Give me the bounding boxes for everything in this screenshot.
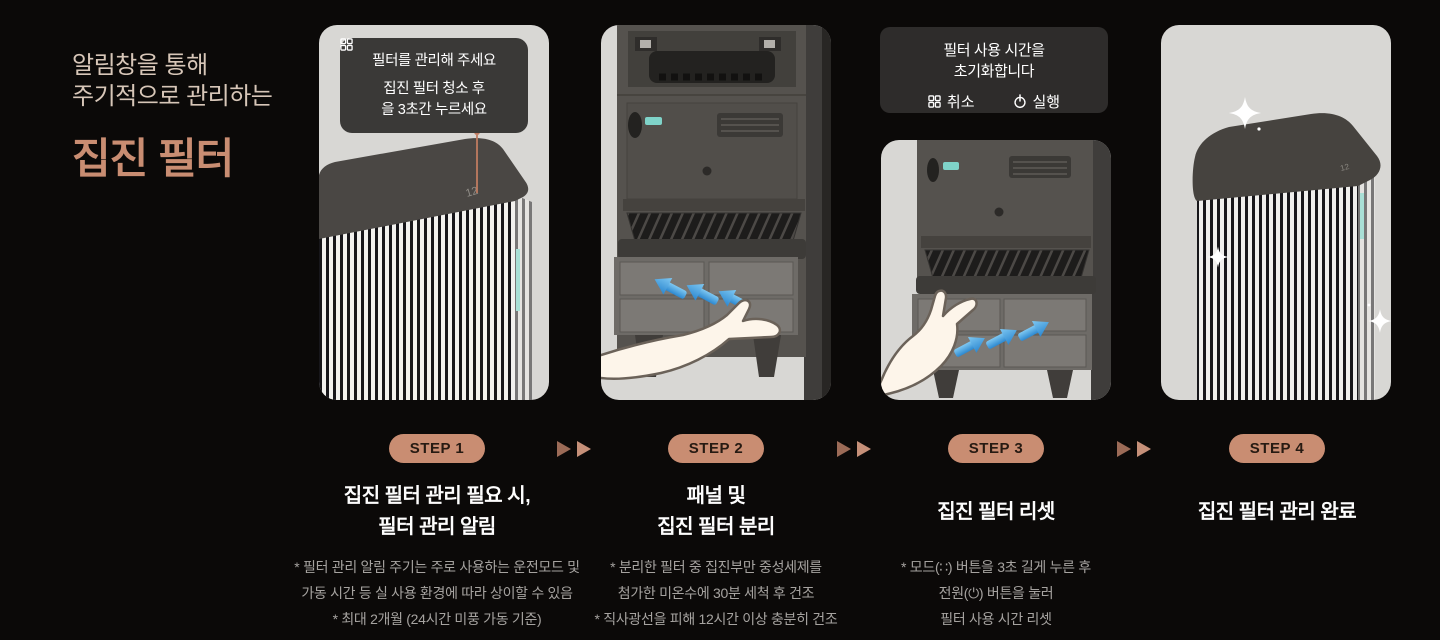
pleated-filter: [626, 212, 802, 242]
hand-illustration: [601, 298, 782, 381]
filter-alert-tooltip: 필터를 관리해 주세요 집진 필터 청소 후 을 3초간 누르세요: [340, 38, 528, 133]
filter-grille-stripes: [1197, 183, 1358, 400]
status-led: [943, 162, 959, 170]
step-4-column: STEP 4 집진 필터 관리 완료: [1107, 434, 1440, 545]
top-surface: [319, 138, 529, 239]
mode-grid-icon: [340, 38, 353, 51]
page-title: 집진 필터: [72, 135, 234, 182]
dialog-cancel-label: 취소: [946, 94, 975, 111]
dialog-cancel-button[interactable]: 취소: [928, 91, 975, 112]
step-3-column: STEP 3 집진 필터 리셋 * 모드(∷) 버튼을 3초 길게 누른 후 전…: [826, 434, 1166, 632]
pleated-filter: [924, 249, 1090, 279]
filter-insert-illustration: [881, 140, 1111, 400]
filter-removal-illustration: [601, 25, 831, 400]
hand-illustration: [881, 289, 978, 397]
step-badge: STEP 1: [388, 434, 486, 463]
air-purifier-complete-illustration: 12: [1192, 96, 1391, 400]
step-flow-arrow-icon: [1117, 441, 1151, 457]
side-face: [515, 195, 532, 400]
step-badge: STEP 4: [1228, 434, 1326, 463]
step-1-column: STEP 1 집진 필터 관리 필요 시, 필터 관리 알림 * 필터 관리 알…: [267, 434, 607, 632]
device-display-value: 12: [464, 185, 479, 200]
teal-accent-strip: [516, 249, 520, 311]
dialog-message-line-2: 초기화합니다: [953, 63, 1035, 80]
intro-line-2: 주기적으로 관리하는: [72, 83, 273, 110]
step-description: * 모드(∷) 버튼을 3초 길게 누른 후 전원(⏻) 버튼을 눌러 필터 사…: [901, 559, 1091, 627]
step-description: * 분리한 필터 중 집진부만 중성세제를 첨가한 미온수에 30분 세척 후 …: [594, 559, 838, 627]
step-title: 집진 필터 관리 완료: [1197, 500, 1357, 523]
step-badge: STEP 3: [947, 434, 1045, 463]
step1-product-image: 12 필터를 관리해 주세요 집진 필터 청소 후 을 3초간 누르세요: [319, 25, 549, 400]
power-icon: [1013, 94, 1026, 109]
step-2-column: STEP 2 패널 및 집진 필터 분리 * 분리한 필터 중 집진부만 중성세…: [546, 434, 886, 632]
tooltip-line-2: 집진 필터 청소 후: [383, 81, 485, 97]
air-purifier-top-illustration: 12: [319, 129, 532, 400]
filter-grille-stripes: [319, 195, 515, 400]
intro-line-1: 알림창을 통해: [72, 52, 208, 79]
step-description: * 필터 관리 알림 주기는 주로 사용하는 운전모드 및 가동 시간 등 실 …: [294, 559, 580, 627]
intro-block: 알림창을 통해 주기적으로 관리하는 집진 필터: [72, 50, 273, 186]
mode-grid-icon: [928, 95, 941, 108]
dialog-message-line-1: 필터 사용 시간을: [943, 42, 1045, 59]
teal-accent-strip: [1360, 193, 1364, 239]
device-display-value: 12: [1339, 162, 1350, 173]
step2-product-image: [601, 25, 831, 400]
step-badge: STEP 2: [667, 434, 765, 463]
step-title: 집진 필터 관리 필요 시, 필터 관리 알림: [343, 485, 531, 538]
top-surface: [1192, 113, 1381, 201]
dialog-run-label: 실행: [1032, 94, 1061, 111]
step-title: 집진 필터 리셋: [937, 500, 1055, 523]
tooltip-title: 필터를 관리해 주세요: [372, 53, 496, 69]
sparkle-icon: [1207, 96, 1391, 333]
step-title: 패널 및 집진 필터 분리: [657, 485, 775, 538]
dialog-run-button[interactable]: 실행: [1013, 91, 1061, 112]
step4-product-image: 12: [1161, 25, 1391, 400]
filter-reset-dialog: 필터 사용 시간을 초기화합니다 취소 실행: [880, 27, 1108, 113]
step3-product-image: [881, 140, 1111, 400]
step-flow-arrow-icon: [557, 441, 591, 457]
status-led: [645, 117, 662, 125]
tooltip-line-3: 을 3초간 누르세요: [381, 102, 487, 118]
step-flow-arrow-icon: [837, 441, 871, 457]
